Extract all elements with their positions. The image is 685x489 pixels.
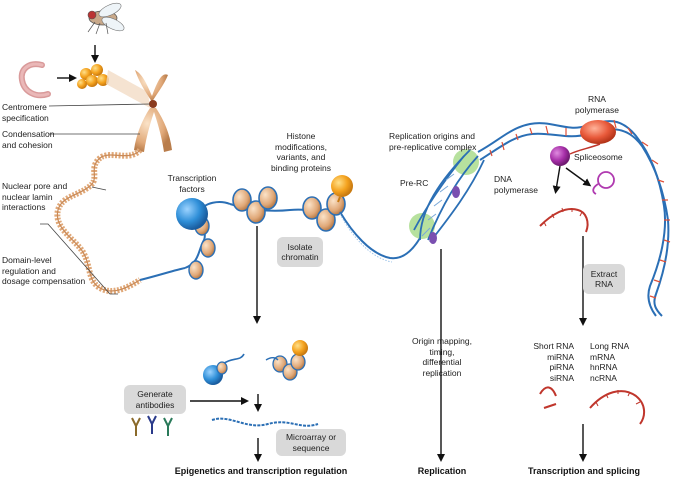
box-generate-antibodies: Generate antibodies (124, 385, 186, 414)
lariat-rna-icon (592, 171, 615, 195)
long-rna-icon (589, 390, 646, 425)
rna-polymerase-icon (580, 120, 616, 144)
dna-double-helix (477, 119, 671, 317)
ip-nucleosome-complex (265, 340, 308, 381)
dna-strand-middle (339, 211, 421, 260)
mrna-strand-icon (539, 207, 589, 233)
replication-bubble (409, 149, 485, 244)
pointer-centromere (48, 103, 151, 107)
label-condensation: Condensation and cohesion (2, 129, 55, 150)
antibody-icons (131, 415, 173, 436)
label-rna-polymerase: RNA polymerase (575, 94, 619, 115)
label-pre-rc: Pre-RC (400, 178, 429, 188)
box-extract-rna: Extract RNA (583, 264, 625, 294)
fly-icon (87, 2, 125, 35)
label-transcription-factors: Transcription factors (167, 173, 217, 194)
arrow-spliceosome-to-lariat (565, 167, 592, 187)
ip-tf-complex (203, 353, 245, 385)
cell-cluster-icon (77, 64, 109, 89)
worm-icon (18, 61, 51, 99)
outcome-transcription-splicing: Transcription and splicing (527, 466, 641, 476)
label-long-rna: Long RNA mRNA hnRNA ncRNA (590, 341, 630, 383)
chromatin-fiber (54, 147, 186, 294)
nucleosome-cluster-1 (232, 186, 278, 224)
label-histone: Histone modifications, variants, and bin… (270, 131, 331, 173)
binding-protein-icon (331, 175, 353, 197)
label-domain-level: Domain-level regulation and dosage compe… (2, 255, 86, 286)
label-nuclear-pore: Nuclear pore and nuclear lamin interacti… (2, 181, 68, 212)
label-centromere: Centromere specification (2, 102, 49, 123)
isolated-dna-fragment (211, 417, 319, 427)
label-spliceosome: Spliceosome (574, 152, 623, 162)
nucleosome-cluster-2 (302, 192, 346, 232)
box-isolate-chromatin: Isolate chromatin (277, 237, 323, 267)
outcome-replication: Replication (417, 466, 467, 476)
spliceosome-icon (550, 146, 570, 166)
label-origin-mapping: Origin mapping, timing, differential rep… (411, 336, 472, 378)
label-dna-polymerase: DNA polymerase (494, 174, 538, 195)
label-replication-origins: Replication origins and pre-replicative … (389, 131, 477, 152)
arrow-spliceosome-to-rna (552, 165, 561, 194)
chromosome (134, 70, 172, 152)
outcome-epigenetics: Epigenetics and transcription regulation (174, 466, 348, 476)
zoom-wedge (106, 70, 150, 108)
short-rna-icons (539, 386, 557, 409)
box-microarray: Microarray or sequence (276, 429, 346, 456)
pointer-nuclear-pore (91, 186, 107, 191)
label-short-rna: Short RNA miRNA piRNA siRNA (533, 341, 574, 383)
transcription-factor-icon (176, 198, 208, 230)
pointer-domain-level (40, 223, 118, 295)
